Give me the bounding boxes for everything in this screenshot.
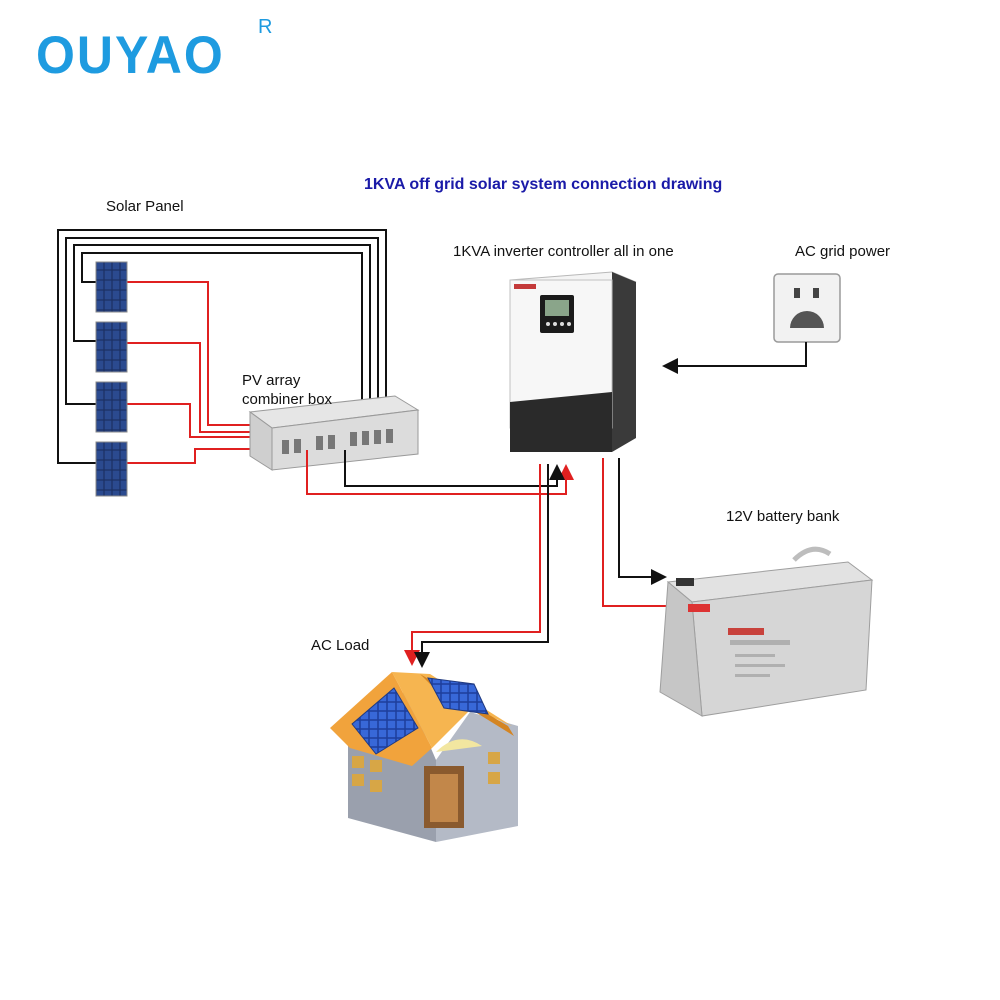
wall-socket-icon (773, 273, 841, 343)
battery-bank-label: 12V battery bank (726, 508, 840, 525)
house-icon (330, 672, 518, 842)
combiner-label-line1: PV array (242, 372, 301, 389)
solar-panel-label: Solar Panel (106, 198, 184, 215)
grid-wire (662, 342, 807, 374)
battery-positive-wire (602, 458, 687, 614)
negative-wire-loops (57, 229, 387, 464)
registered-mark: R (258, 16, 273, 38)
solar-panel-1 (95, 261, 128, 313)
combiner-label-line2: combiner box (242, 391, 333, 408)
battery-negative-wire (618, 458, 667, 585)
ouyao-logo: OUYAO (36, 25, 225, 85)
pv-positive-output (306, 450, 574, 495)
combiner-box-icon (248, 395, 420, 471)
battery-icon (659, 546, 874, 717)
inverter-icon (509, 271, 637, 452)
inverter-label: 1KVA inverter controller all in one (453, 243, 674, 260)
diagram-title: 1KVA off grid solar system connection dr… (364, 176, 723, 193)
solar-panel-4 (95, 441, 128, 497)
solar-panel-2 (95, 321, 128, 373)
load-positive-wire (404, 464, 541, 666)
pv-negative-output (344, 450, 565, 487)
ac-load-label: AC Load (311, 637, 370, 654)
solar-panel-3 (95, 381, 128, 433)
grid-power-label: AC grid power (795, 243, 891, 260)
load-negative-wire (414, 464, 549, 668)
